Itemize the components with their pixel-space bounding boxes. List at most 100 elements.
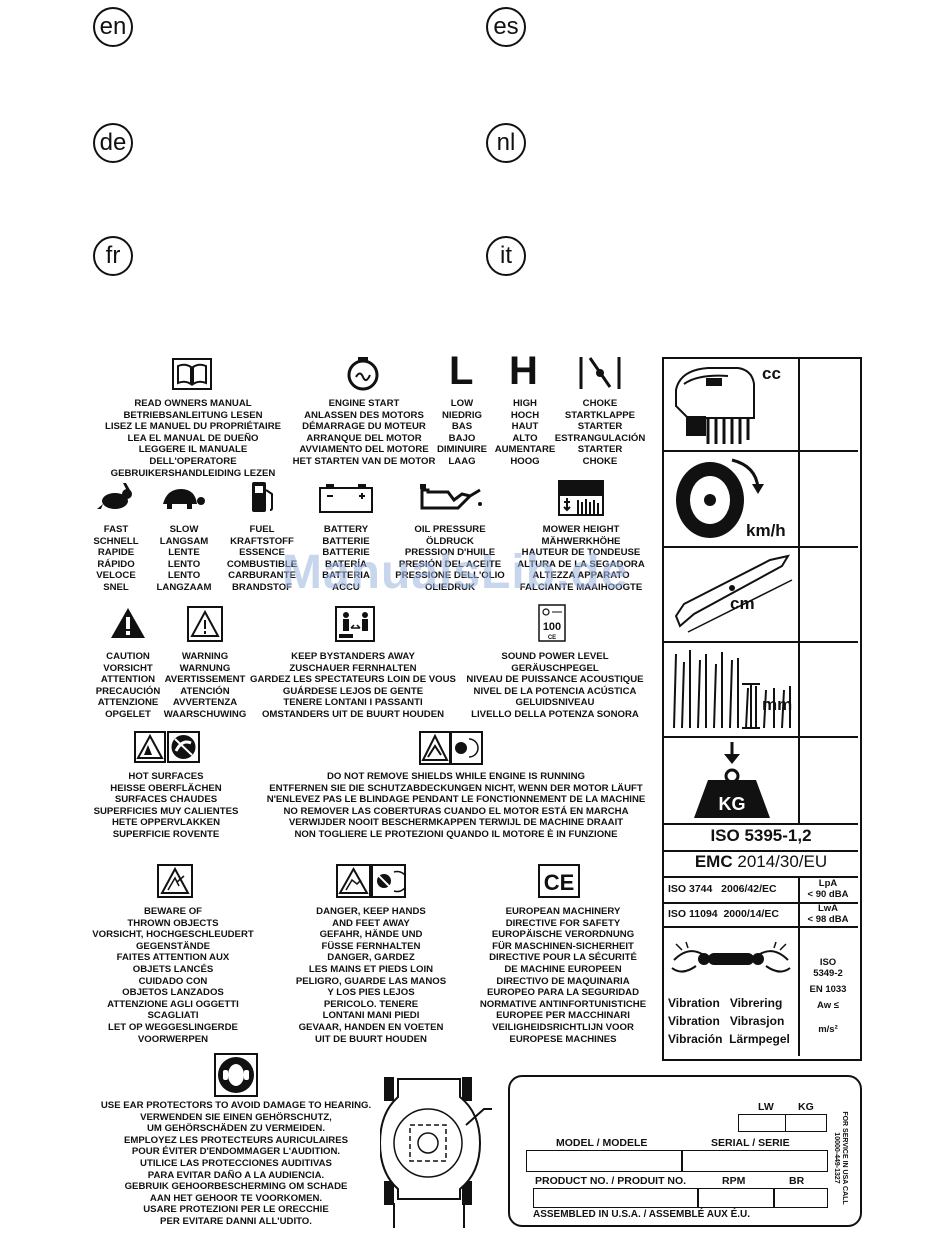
lw-label: LW bbox=[758, 1101, 774, 1113]
ce-mark-icon: CE bbox=[538, 864, 580, 898]
iso-11094: ISO 11094 2000/14/EC bbox=[668, 908, 779, 920]
wheel-icon bbox=[676, 458, 764, 538]
shields-icon bbox=[419, 731, 483, 765]
spec-row-line bbox=[664, 450, 858, 452]
ear-protection-text: USE EAR PROTECTORS TO AVOID DAMAGE TO HE… bbox=[100, 1100, 372, 1227]
lang-it: it bbox=[486, 236, 526, 276]
warning-text: WARNING WARNUNG AVERTISSEMENT ATENCIÓN A… bbox=[163, 651, 247, 720]
engine-displacement-icon bbox=[675, 367, 755, 444]
spec-sub-divider bbox=[798, 878, 800, 1056]
model-label: MODEL / MODELE bbox=[556, 1137, 648, 1149]
lang-fr: fr bbox=[93, 236, 133, 276]
sound-level-icon: 100 CE bbox=[538, 604, 566, 642]
ms2-label: m/s² bbox=[818, 1024, 838, 1035]
kg-box bbox=[785, 1114, 827, 1132]
lwa-value: LwA < 98 dBA bbox=[807, 903, 849, 925]
thrown-objects-icon bbox=[157, 864, 193, 898]
cm-label: cm bbox=[730, 594, 755, 613]
spec-row-line bbox=[664, 876, 858, 878]
model-box bbox=[526, 1150, 683, 1172]
spec-row-line bbox=[664, 823, 858, 825]
battery-text: BATTERY BATTERIE BATTERIE BATERÍA BATTER… bbox=[322, 524, 370, 593]
low-text: LOW NIEDRIG BAS BAJO DIMINUIRE LAAG bbox=[436, 398, 488, 467]
mower-height-icon bbox=[558, 480, 604, 516]
spec-row-line bbox=[664, 902, 858, 904]
vibration-label-1: Vibration Vibrering bbox=[668, 996, 783, 1010]
br-box bbox=[773, 1188, 828, 1208]
mower-top-view-icon bbox=[380, 1077, 492, 1228]
iso-5349: ISO 5349-2 bbox=[813, 957, 843, 979]
high-text: HIGH HOCH HAUT ALTO AUMENTARE HOOG bbox=[494, 398, 556, 467]
shields-text: DO NOT REMOVE SHIELDS WHILE ENGINE IS RU… bbox=[266, 771, 646, 840]
service-phone: FOR SERVICE IN USA CALL 10000-449-1327 bbox=[833, 1111, 848, 1205]
ce-text: EUROPEAN MACHINERY DIRECTIVE FOR SAFETY … bbox=[479, 906, 647, 1045]
bystanders-text: KEEP BYSTANDERS AWAY ZUSCHAUER FERNHALTE… bbox=[250, 651, 456, 720]
emc-line: EMC 2014/30/EU bbox=[694, 852, 828, 871]
mm-label: mm bbox=[762, 695, 793, 714]
rpm-box bbox=[697, 1188, 775, 1208]
sound-text: SOUND POWER LEVEL GERÄUSCHPEGEL NIVEAU D… bbox=[466, 651, 644, 720]
iso-3744: ISO 3744 2006/42/EC bbox=[668, 883, 777, 895]
vibration-hands-icon bbox=[671, 941, 791, 973]
fast-text: FAST SCHNELL RAPIDE RÁPIDO VELOCE SNEL bbox=[93, 524, 139, 593]
spec-table bbox=[662, 357, 862, 1061]
lang-es: es bbox=[486, 7, 526, 47]
kg-label: KG bbox=[798, 1101, 814, 1113]
mower-height-text: MOWER HEIGHT MÄHWERKHÖHE HAUTEUR DE TOND… bbox=[517, 524, 645, 593]
lpa-value: LpA < 90 dBA bbox=[807, 878, 849, 900]
product-no-label: PRODUCT NO. / PRODUIT NO. bbox=[535, 1175, 687, 1187]
ear-protector-icon bbox=[214, 1053, 258, 1097]
engine-start-text: ENGINE START ANLASSEN DES MOTORS DÉMARRA… bbox=[292, 398, 436, 467]
serial-box bbox=[681, 1150, 828, 1172]
vibration-label-2: Vibration Vibrasjon bbox=[668, 1014, 785, 1028]
spec-row-line bbox=[664, 736, 858, 738]
battery-icon bbox=[319, 484, 373, 513]
engine-start-icon bbox=[347, 357, 379, 391]
weight-icon: KG bbox=[694, 742, 770, 818]
fuel-pump-icon bbox=[252, 482, 273, 512]
low-icon: L bbox=[449, 349, 474, 393]
slow-text: SLOW LANGSAM LENTE LENTO LENTO LANGZAAM bbox=[156, 524, 212, 593]
rpm-label: RPM bbox=[722, 1175, 746, 1187]
hot-surfaces-text: HOT SURFACES HEISSE OBERFLÄCHEN SURFACES… bbox=[93, 771, 239, 840]
serial-label bbox=[508, 1075, 862, 1227]
hands-feet-text: DANGER, KEEP HANDS AND FEET AWAY GEFAHR,… bbox=[295, 906, 447, 1045]
serial-text: SERIAL / SERIE bbox=[711, 1137, 790, 1149]
fuel-text: FUEL KRAFTSTOFF ESSENCE COMBUSTIBLE CARB… bbox=[226, 524, 298, 593]
choke-icon bbox=[579, 357, 621, 389]
thrown-objects-text: BEWARE OF THROWN OBJECTS VORSICHT, HOCHG… bbox=[92, 906, 254, 1045]
lang-en: en bbox=[93, 7, 133, 47]
blade-icon bbox=[674, 554, 793, 633]
high-icon: H bbox=[509, 349, 538, 393]
svg-text:100: 100 bbox=[543, 621, 561, 633]
assembled-label: ASSEMBLED IN U.S.A. / ASSEMBLÉ AUX É.U. bbox=[533, 1209, 751, 1220]
read-manual-text: READ OWNERS MANUAL BETRIEBSANLEITUNG LES… bbox=[104, 398, 282, 479]
spec-row-line bbox=[664, 850, 858, 852]
spec-row-line bbox=[664, 641, 858, 643]
turtle-icon bbox=[163, 489, 205, 509]
spec-table-divider bbox=[798, 359, 800, 823]
warning-icon bbox=[187, 606, 223, 642]
product-no-box bbox=[533, 1188, 699, 1208]
vibration-label-3: Vibración Lärmpegel bbox=[668, 1032, 790, 1046]
hands-feet-icon bbox=[336, 864, 406, 898]
svg-text:CE: CE bbox=[544, 870, 575, 895]
spec-row-line bbox=[664, 546, 858, 548]
spec-row-line bbox=[664, 926, 858, 928]
kmh-label: km/h bbox=[746, 521, 786, 540]
aw-label: Aw ≤ bbox=[817, 1000, 839, 1011]
bystanders-icon bbox=[335, 606, 375, 642]
svg-text:CE: CE bbox=[548, 635, 556, 641]
svg-text:KG: KG bbox=[719, 794, 746, 814]
lw-box bbox=[738, 1114, 786, 1132]
iso-5395: ISO 5395-1,2 bbox=[710, 826, 812, 845]
grass-height-icon bbox=[673, 650, 791, 729]
caution-text: CAUTION VORSICHT ATTENTION PRECAUCIÓN AT… bbox=[95, 651, 161, 720]
en-1033: EN 1033 bbox=[809, 984, 847, 995]
choke-text: CHOKE STARTKLAPPE STARTER ESTRANGULACIÓN… bbox=[554, 398, 646, 467]
lang-de: de bbox=[93, 123, 133, 163]
oil-pressure-text: OIL PRESSURE ÖLDRUCK PRESSION D'HUILE PR… bbox=[395, 524, 505, 593]
lang-nl: nl bbox=[486, 123, 526, 163]
watermark: ManualsLib.de bbox=[282, 546, 629, 599]
cc-label: cc bbox=[762, 364, 781, 383]
